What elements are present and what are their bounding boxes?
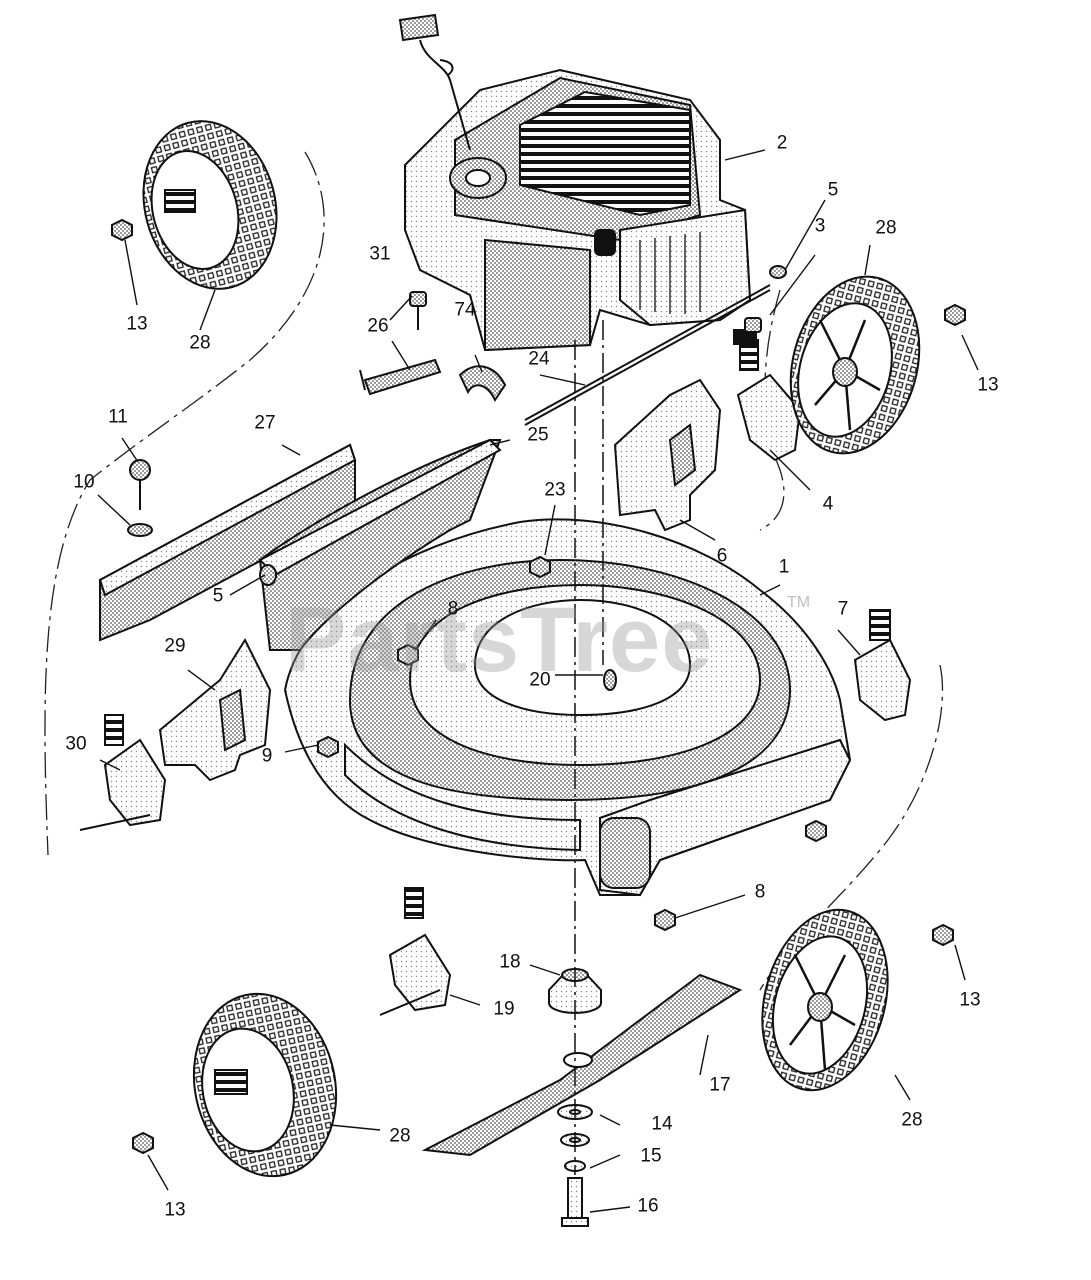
callout-26: 26: [367, 315, 389, 337]
blade-17: [421, 973, 743, 1157]
callout-28: 28: [875, 217, 897, 239]
boundary-dashed-lines: [44, 151, 944, 991]
callout-27: 27: [254, 412, 276, 434]
callout-19: 19: [493, 998, 515, 1020]
rear-door-25: [258, 438, 502, 651]
wheel-front-left: [192, 992, 338, 1178]
trademark-symbol: TM: [787, 594, 811, 611]
watermark: PartsTree: [285, 589, 714, 691]
wheel-rear-right: [789, 275, 921, 455]
rear-deflector-27: [98, 443, 357, 642]
callout-13b: 13: [959, 989, 981, 1011]
callout-31: 31: [369, 243, 391, 265]
callout-2: 2: [776, 132, 788, 154]
part-74: [458, 365, 507, 403]
callout-14: 14: [651, 1113, 673, 1135]
callout-5: 5: [827, 179, 839, 201]
callout-30: 30: [65, 733, 87, 755]
leader-lines: [97, 149, 979, 1213]
callout-3: 3: [814, 215, 826, 237]
callout-8b: 8: [754, 881, 766, 903]
callout-24: 24: [528, 348, 550, 370]
callout-20: 20: [529, 669, 551, 691]
callout-10: 10: [73, 471, 95, 493]
callout-16: 16: [637, 1195, 659, 1217]
callout-28d: 28: [189, 332, 211, 354]
axle-bracket-6: [613, 378, 722, 532]
hinge-rod-26: [359, 358, 442, 396]
callout-4: 4: [822, 493, 834, 515]
crankshaft-centerline: [574, 320, 604, 1175]
callout-28b: 28: [901, 1109, 923, 1131]
height-adjuster-30: [103, 714, 167, 827]
callout-25: 25: [527, 424, 549, 446]
callout-13: 13: [977, 374, 999, 396]
callout-6: 6: [716, 545, 728, 567]
callout-18: 18: [499, 951, 521, 973]
callout-7: 7: [837, 598, 849, 620]
fasteners: [111, 218, 966, 1155]
starter-handle: [398, 13, 471, 151]
wheel-front-right: [761, 908, 889, 1092]
axles: [79, 284, 771, 1016]
callout-11: 11: [108, 406, 128, 428]
height-adjuster-7: [853, 609, 912, 722]
height-adjuster-4: [733, 329, 802, 462]
callout-8: 8: [447, 598, 459, 620]
height-adjuster-19: [388, 887, 452, 1012]
wheel-rear-left: [142, 120, 278, 290]
callout-1: 1: [778, 556, 790, 578]
callout-5b: 5: [212, 585, 224, 607]
mower-deck: [283, 518, 852, 897]
callout-28c: 28: [389, 1125, 411, 1147]
callout-15: 15: [640, 1145, 662, 1167]
axle-bracket-29: [158, 637, 272, 782]
callout-13d: 13: [126, 313, 148, 335]
callout-29: 29: [164, 635, 186, 657]
callout-74: 74: [454, 299, 476, 321]
callout-23: 23: [544, 479, 566, 501]
callout-9: 9: [261, 745, 273, 767]
bolt-31: [409, 291, 427, 330]
callout-13c: 13: [164, 1199, 186, 1221]
blade-bolt-16: [561, 1177, 589, 1227]
engine: [404, 68, 752, 352]
callout-17: 17: [709, 1074, 731, 1096]
